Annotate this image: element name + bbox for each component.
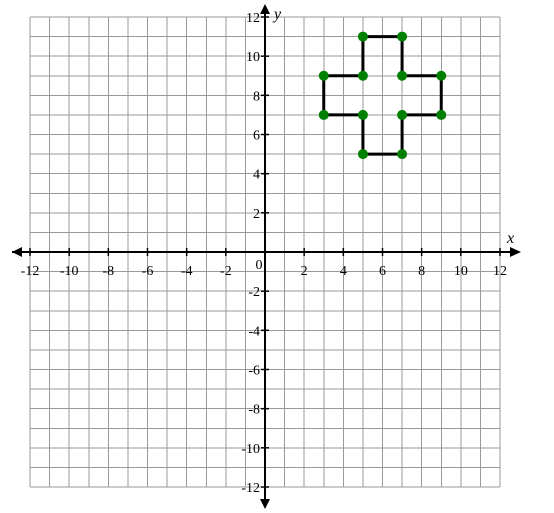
y-tick-label: -8 [248,403,260,418]
x-tick-label: 4 [340,264,347,279]
x-axis-arrow-right [510,247,521,257]
x-tick-label: 12 [493,264,507,279]
x-tick-label: -6 [142,264,154,279]
y-axis-arrow-top [260,4,270,14]
data-point [397,149,408,160]
x-tick-label: -4 [181,264,193,279]
y-tick-label: -6 [248,364,260,379]
series-points [318,31,447,160]
data-point [357,149,368,160]
y-tick-label: 4 [253,168,260,183]
x-tick-label: 0 [256,258,263,273]
y-axis-label: y [272,6,282,23]
y-tick-label: 2 [253,207,260,222]
x-axis-label: x [506,230,514,247]
data-point [397,70,408,81]
x-tick-label: 10 [454,264,468,279]
y-axis-arrow-bottom [260,499,270,509]
data-point [318,70,329,81]
data-point [436,70,447,81]
data-point [397,31,408,42]
y-tick-label: -10 [241,442,260,457]
x-tick-label: -10 [60,264,79,279]
ticks [29,16,501,488]
data-point [357,70,368,81]
x-tick-label: 2 [301,264,308,279]
x-axis-arrow-left [12,247,22,257]
y-tick-label: 10 [246,50,260,65]
x-tick-label: 6 [379,264,386,279]
y-tick-label: 6 [253,129,260,144]
x-tick-label: -8 [102,264,114,279]
data-point [436,109,447,120]
y-tick-label: 12 [246,11,260,26]
tick-labels: -12 -10 -8 -6 -4 -2 0 2 4 6 8 10 12 -12 -10 -8 -6 -4 -2 2 4 6… [21,11,507,496]
data-point [357,109,368,120]
y-tick-label: -4 [248,324,260,339]
y-tick-label: -2 [248,285,260,300]
x-tick-label: 8 [418,264,425,279]
y-tick-label: -12 [241,481,260,496]
x-tick-label: -2 [220,264,232,279]
data-point [318,109,329,120]
x-tick-label: -12 [21,264,40,279]
data-point [397,109,408,120]
y-tick-label: 8 [253,89,260,104]
data-point [357,31,368,42]
